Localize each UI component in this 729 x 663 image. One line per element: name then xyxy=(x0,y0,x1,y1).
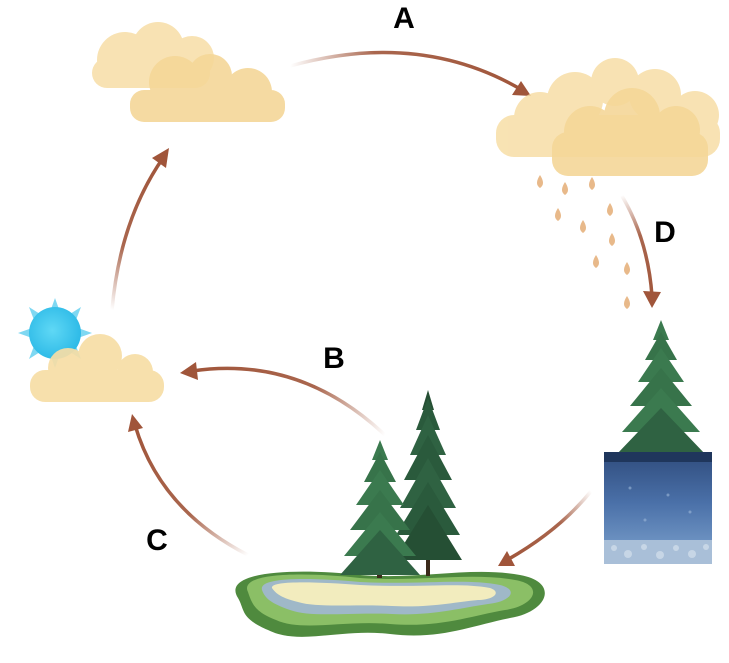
raindrops xyxy=(537,175,630,309)
arrow-d xyxy=(620,195,661,308)
label-b: B xyxy=(323,342,345,375)
arrow-rise xyxy=(110,148,169,311)
raindrop-icon xyxy=(624,296,630,309)
raindrop-icon xyxy=(589,177,595,190)
raindrop-icon xyxy=(607,203,613,216)
raindrop-icon xyxy=(555,208,561,221)
pine-tree-icon xyxy=(340,440,420,578)
arrow-a xyxy=(289,50,531,96)
sun-cloud-icon xyxy=(30,334,164,402)
raindrop-icon xyxy=(580,220,586,233)
pine-tree-icon xyxy=(394,390,462,576)
raindrop-icon xyxy=(609,233,615,246)
cloud-icon xyxy=(92,22,285,122)
arrow-b xyxy=(180,362,387,437)
lake-icon xyxy=(235,571,545,637)
rain-cloud-icon xyxy=(496,58,720,176)
raindrop-icon xyxy=(537,175,543,188)
raindrop-icon xyxy=(593,255,599,268)
soil-profile-icon xyxy=(604,452,712,564)
pine-tree-icon xyxy=(616,320,706,455)
raindrop-icon xyxy=(624,262,630,275)
arrow-runoff xyxy=(498,488,594,566)
label-d: D xyxy=(654,216,676,249)
label-a: A xyxy=(393,2,415,35)
label-c: C xyxy=(146,524,168,557)
raindrop-icon xyxy=(562,182,568,195)
arrow-c xyxy=(128,414,249,557)
